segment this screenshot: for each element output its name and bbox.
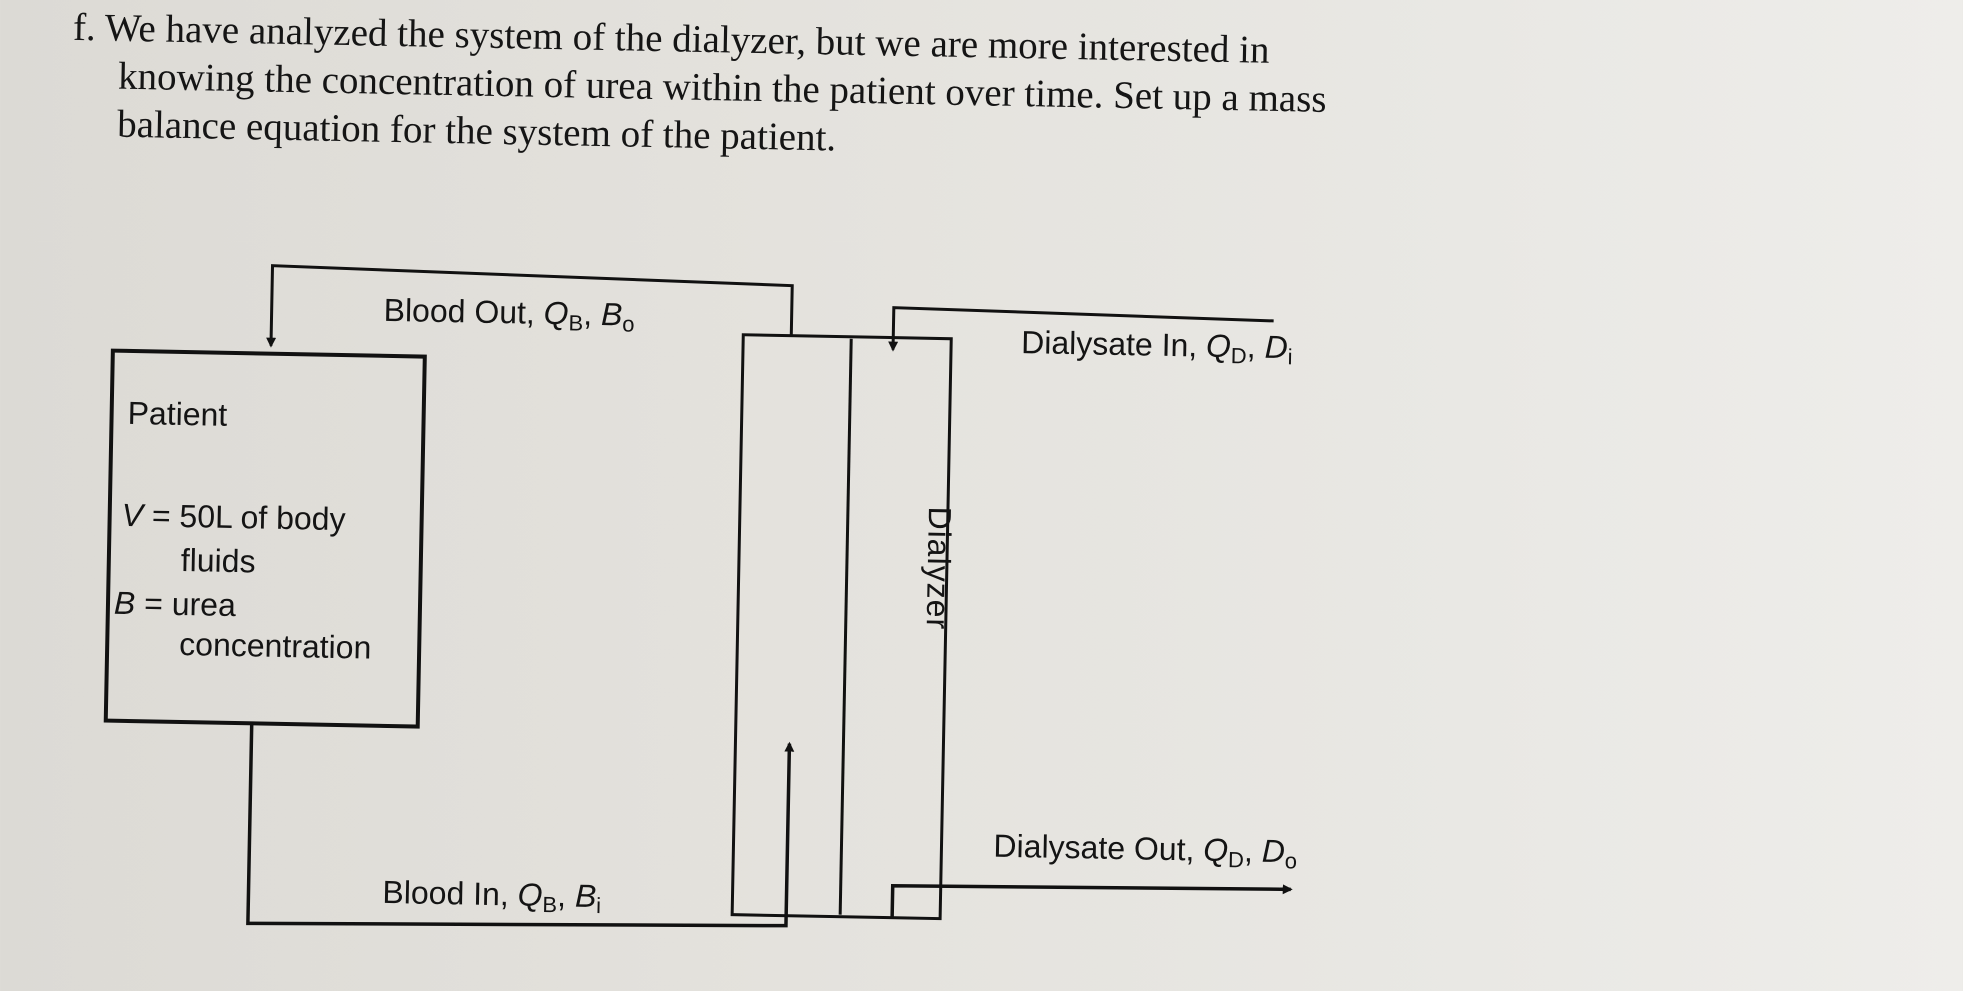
blood-in-line [246,723,795,928]
blood-out-line [266,264,794,348]
blood-out-label: Blood Out, QB, Bo [383,291,635,337]
dialysate-out-label: Dialysate Out, QD, Do [993,827,1298,874]
patient-volume: V = 50L of body [121,496,346,538]
patient-concentration-cont: concentration [178,625,372,666]
blood-in-label: Blood In, QB, Bi [382,873,602,919]
patient-concentration: B = urea [113,584,237,624]
dialysate-in-line [888,306,1274,352]
patient-title: Patient [127,394,228,433]
dialyzer-membrane [838,338,853,915]
patient-volume-cont: fluids [180,541,256,580]
dialysate-in-label: Dialysate In, QD, Di [1020,324,1293,370]
dialyzer-box [730,333,953,921]
patient-box [103,348,427,729]
dialyzer-label: Dialyzer [919,506,959,631]
dialysate-out-line [890,883,1293,918]
